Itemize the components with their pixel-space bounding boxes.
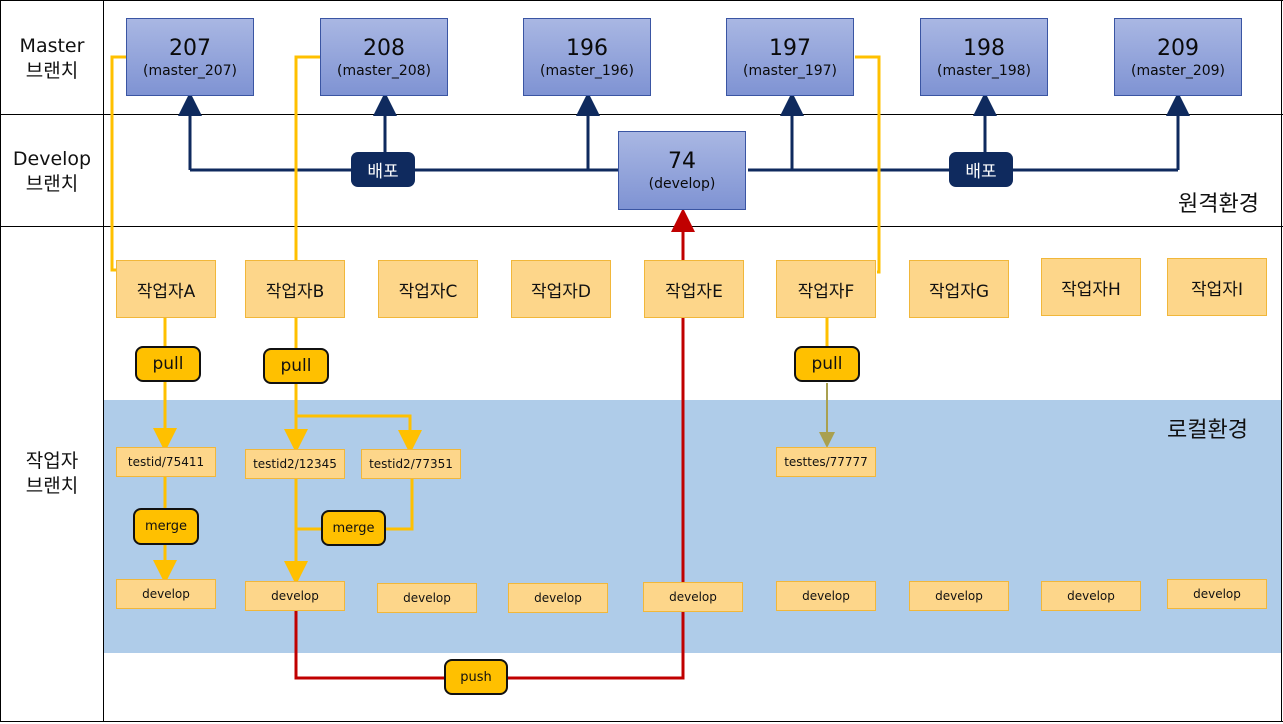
- master-develop-divider: [0, 114, 1283, 115]
- push-label: push: [444, 659, 508, 695]
- develop-worker-divider: [0, 226, 1283, 227]
- worker-e: 작업자E: [644, 260, 744, 318]
- worker-row-label: 작업자 브랜치: [25, 450, 79, 497]
- feature-branch: testid2/77351: [361, 449, 461, 479]
- master-branch-number: 198: [963, 36, 1005, 61]
- worker-b: 작업자B: [245, 260, 345, 318]
- local-develop-branch: develop: [909, 581, 1009, 611]
- outer-border-right: [1281, 0, 1282, 722]
- master-branch-207: 207 (master_207): [126, 18, 254, 96]
- master-branch-number: 208: [363, 36, 405, 61]
- master-branch-197: 197 (master_197): [726, 18, 854, 96]
- worker-c: 작업자C: [378, 260, 478, 318]
- local-develop-branch: develop: [116, 579, 216, 609]
- master-branch-208: 208 (master_208): [320, 18, 448, 96]
- local-develop-branch: develop: [643, 582, 743, 612]
- pull-label: pull: [794, 346, 860, 382]
- local-develop-branch: develop: [1167, 579, 1267, 609]
- local-develop-branch: develop: [508, 583, 608, 613]
- local-environment-label: 로컬환경: [1167, 418, 1248, 443]
- master-branch-name: (master_208): [336, 63, 431, 79]
- master-branch-number: 197: [769, 36, 811, 61]
- deploy-label: 배포: [949, 152, 1013, 187]
- local-develop-branch: develop: [377, 583, 477, 613]
- feature-branch: testid/75411: [116, 447, 216, 477]
- worker-a: 작업자A: [116, 260, 216, 318]
- master-branch-name: (master_209): [1130, 63, 1225, 79]
- row-label-divider: [103, 0, 104, 722]
- merge-label: merge: [321, 510, 386, 546]
- pull-label: pull: [135, 346, 201, 382]
- worker-g: 작업자G: [909, 260, 1009, 318]
- worker-i: 작업자I: [1167, 258, 1267, 316]
- master-row-label: Master 브랜치: [19, 35, 85, 82]
- master-branch-209: 209 (master_209): [1114, 18, 1242, 96]
- master-branch-number: 209: [1157, 36, 1199, 61]
- feature-branch: testtes/77777: [776, 447, 876, 477]
- master-branch-name: (master_207): [142, 63, 237, 79]
- develop-branch-name: (develop): [648, 176, 716, 192]
- worker-h: 작업자H: [1041, 258, 1141, 316]
- develop-branch-number: 74: [668, 149, 696, 174]
- deploy-label: 배포: [351, 152, 415, 187]
- local-develop-branch: develop: [776, 581, 876, 611]
- master-branch-name: (master_196): [539, 63, 634, 79]
- local-develop-branch: develop: [1041, 581, 1141, 611]
- develop-row-label: Develop 브랜치: [12, 148, 92, 195]
- master-branch-198: 198 (master_198): [920, 18, 1048, 96]
- pull-label: pull: [263, 348, 329, 384]
- worker-f: 작업자F: [776, 260, 876, 318]
- master-branch-number: 207: [169, 36, 211, 61]
- worker-d: 작업자D: [511, 260, 611, 318]
- outer-border-top: [0, 0, 1283, 1]
- master-branch-196: 196 (master_196): [523, 18, 651, 96]
- feature-branch: testid2/12345: [245, 449, 345, 479]
- master-branch-number: 196: [566, 36, 608, 61]
- master-branch-name: (master_197): [742, 63, 837, 79]
- develop-branch-74: 74 (develop): [618, 131, 746, 210]
- local-develop-branch: develop: [245, 581, 345, 611]
- merge-label: merge: [133, 508, 199, 545]
- outer-border-bottom: [0, 721, 1283, 722]
- outer-border-left: [0, 0, 1, 722]
- master-branch-name: (master_198): [936, 63, 1031, 79]
- remote-environment-label: 원격환경: [1178, 192, 1259, 217]
